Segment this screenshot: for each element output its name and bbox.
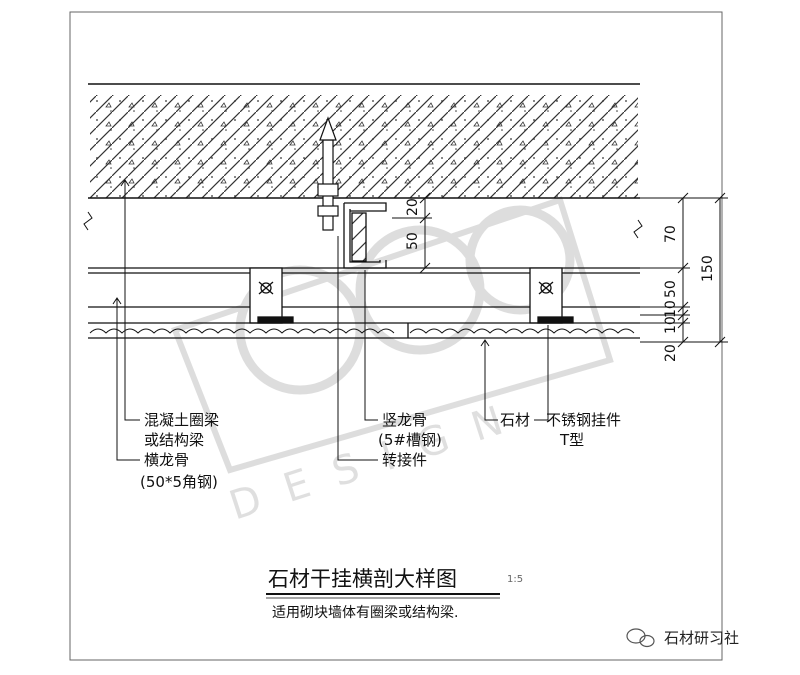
label-horizontal-keel: 横龙骨: [144, 451, 189, 469]
wechat-icon: [626, 628, 655, 648]
dimension-inner: [392, 192, 432, 274]
dim-inner-20: 20: [405, 198, 421, 216]
label-adapter: 转接件: [382, 451, 427, 469]
concrete-beam: [88, 83, 640, 199]
dim-outer-10b: 10: [663, 316, 679, 334]
sheet-border: [69, 11, 723, 661]
adapter-left: [249, 267, 294, 324]
drawing-title: 石材干挂横剖大样图: [268, 567, 457, 591]
label-hanger: 不锈钢挂件: [546, 411, 621, 429]
label-vertical-keel: 竖龙骨: [382, 411, 427, 429]
vertical-keel-channel: [343, 202, 387, 269]
label-hanger-type: T型: [559, 431, 584, 449]
anchor-bolt: [317, 116, 339, 231]
dim-outer-20: 20: [663, 344, 679, 362]
label-concrete-beam: 混凝土圈梁: [144, 411, 219, 429]
watermark-logo: [171, 196, 614, 474]
dim-outer-50: 50: [663, 280, 679, 298]
break-lines: [83, 211, 643, 239]
drawing-scale: 1:5: [507, 574, 523, 585]
dim-inner-50: 50: [405, 232, 421, 250]
label-horizontal-keel-spec: (50*5角钢): [140, 473, 218, 491]
dim-total-150: 150: [700, 255, 716, 282]
brand-name: 石材研习社: [664, 629, 739, 647]
dim-outer-70: 70: [663, 225, 679, 243]
label-vertical-keel-spec: (5#槽钢): [378, 431, 442, 449]
label-concrete-beam-alt: 或结构梁: [144, 431, 204, 449]
dim-outer-10a: 10: [663, 300, 679, 318]
drawing-subtitle: 适用砌块墙体有圈梁或结构梁.: [272, 605, 458, 621]
adapter-right: [529, 267, 574, 324]
label-stone: 石材: [500, 411, 530, 429]
leader-lines: [112, 179, 549, 461]
dimension-outer: [640, 192, 728, 348]
